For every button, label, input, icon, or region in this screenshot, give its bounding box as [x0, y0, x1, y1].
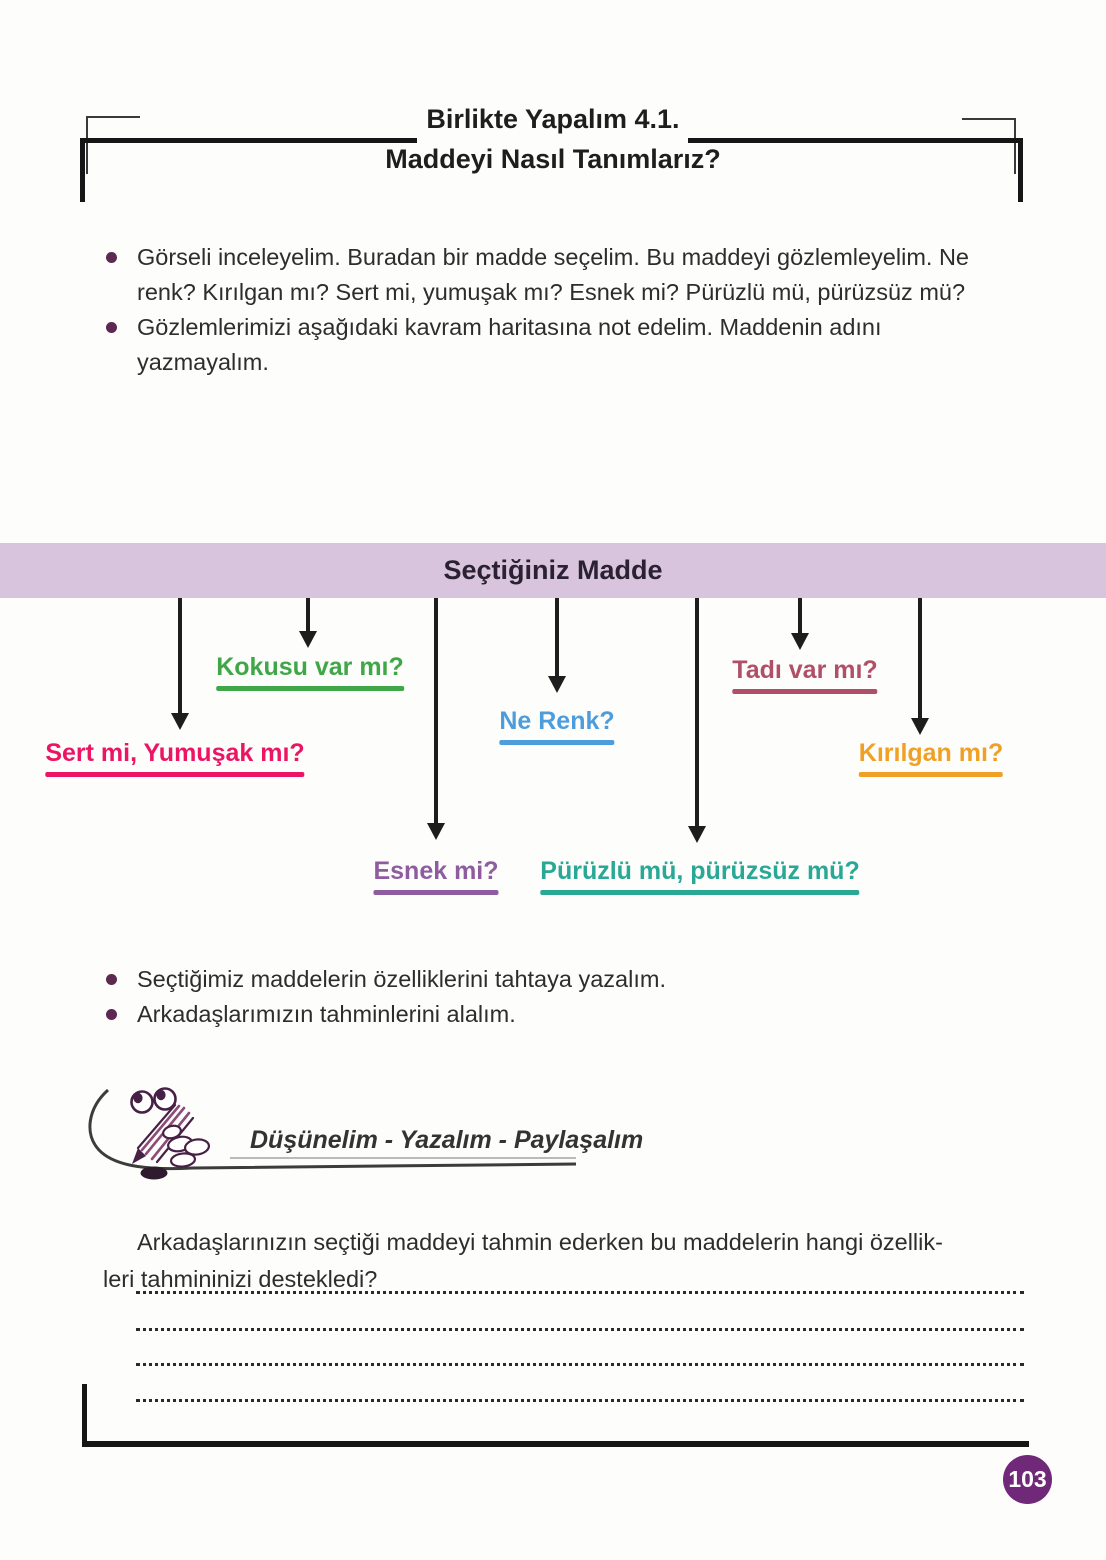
concept-map-arrow	[798, 598, 802, 634]
header-rule-left	[80, 138, 417, 143]
concept-node-fragile: Kırılgan mı?	[858, 739, 1004, 777]
concept-map-root-label: Seçtiğiniz Madde	[443, 555, 663, 585]
concept-node-taste: Tadı var mı?	[732, 656, 878, 694]
board-bullet-list: Seçtiğimiz maddelerin özelliklerini taht…	[104, 962, 1012, 1032]
activity-subtitle: Maddeyi Nasıl Tanımlarız?	[385, 144, 721, 174]
node-underline	[540, 890, 860, 895]
concept-map-arrow	[555, 598, 559, 677]
activity-title: Birlikte Yapalım 4.1.	[426, 104, 680, 134]
concept-map-arrow	[434, 598, 438, 824]
answer-dotted-line	[136, 1291, 1024, 1294]
concept-node-color: Ne Renk?	[499, 707, 615, 745]
answer-dotted-line	[136, 1363, 1024, 1366]
concept-map-arrow	[306, 598, 310, 632]
node-underline	[858, 772, 1004, 777]
node-underline	[732, 689, 878, 694]
header-rule-right	[688, 138, 1023, 143]
node-underline	[499, 740, 615, 745]
node-underline	[45, 772, 305, 777]
header-rule-vertical-right	[1018, 138, 1023, 202]
page-frame-vertical	[82, 1384, 87, 1443]
think-write-share-title: Düşünelim - Yazalım - Paylaşalım	[250, 1126, 644, 1154]
page-frame-horizontal	[82, 1441, 1029, 1447]
node-underline	[373, 890, 499, 895]
question-text: Arkadaşlarınızın seçtiği maddeyi tahmin …	[103, 1228, 943, 1292]
node-underline	[216, 686, 404, 691]
concept-map-arrow	[178, 598, 182, 714]
concept-node-rough-smooth: Pürüzlü mü, pürüzsüz mü?	[540, 857, 860, 895]
board-bullet-item: Seçtiğimiz maddelerin özelliklerini taht…	[104, 962, 1012, 997]
concept-map-arrow	[695, 598, 699, 827]
concept-node-smell: Kokusu var mı?	[216, 653, 404, 691]
header-corner-mark-right	[962, 118, 1016, 174]
board-bullet-item: Arkadaşlarımızın tahminlerini alalım.	[104, 997, 1012, 1032]
concept-node-hard-soft: Sert mi, Yumuşak mı?	[45, 739, 305, 777]
header-corner-mark-left	[86, 116, 140, 174]
page-number: 103	[1008, 1466, 1047, 1492]
concept-node-flexible: Esnek mi?	[373, 857, 499, 895]
intro-bullet-list: Görseli inceleyelim. Buradan bir madde s…	[104, 240, 1012, 380]
answer-dotted-line	[136, 1328, 1024, 1331]
concept-map-root-band: Seçtiğiniz Madde	[0, 543, 1106, 598]
intro-bullet-item: Gözlemlerimizi aşağıdaki kavram haritası…	[104, 310, 1012, 380]
page-number-badge: 103	[1003, 1455, 1052, 1504]
concept-map-arrow	[918, 598, 922, 719]
header-rule-vertical-left	[80, 138, 85, 202]
answer-dotted-line	[136, 1399, 1024, 1402]
intro-bullet-item: Görseli inceleyelim. Buradan bir madde s…	[104, 240, 1012, 310]
eyes-pencil-doodle-icon	[88, 1087, 577, 1180]
concept-map: Seçtiğiniz Madde Sert mi, Yumuşak mı? Ko…	[0, 543, 1106, 935]
